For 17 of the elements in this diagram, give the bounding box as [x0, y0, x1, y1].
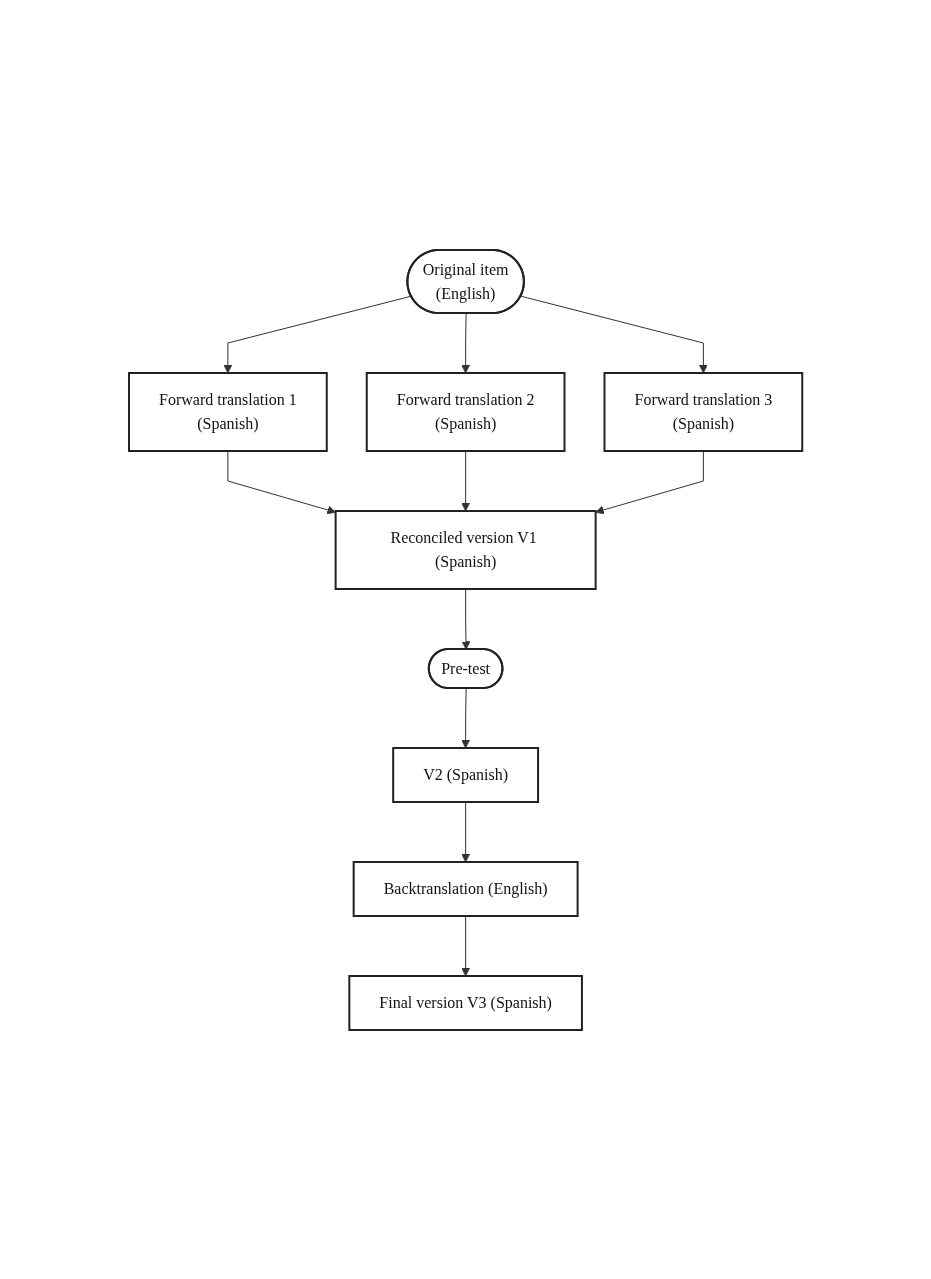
- node-box: Reconciled version V1 (Spanish): [334, 509, 597, 590]
- arrow: [227, 450, 336, 514]
- node-box: Final version V3 (Spanish): [348, 974, 583, 1031]
- arrow: [461, 450, 470, 511]
- node-box: Forward translation 3 (Spanish): [603, 371, 804, 452]
- node-box: Forward translation 2 (Spanish): [365, 371, 566, 452]
- arrow: [461, 687, 470, 748]
- arrow: [461, 915, 470, 976]
- arrow: [595, 450, 704, 514]
- node-box: V2 (Spanish): [392, 746, 539, 803]
- arrow: [520, 295, 708, 373]
- node-box: Forward translation 1 (Spanish): [127, 371, 328, 452]
- arrow: [461, 588, 471, 650]
- arrow: [223, 295, 412, 373]
- arrow: [461, 312, 470, 373]
- node-box: Backtranslation (English): [352, 860, 579, 917]
- arrow: [461, 801, 470, 862]
